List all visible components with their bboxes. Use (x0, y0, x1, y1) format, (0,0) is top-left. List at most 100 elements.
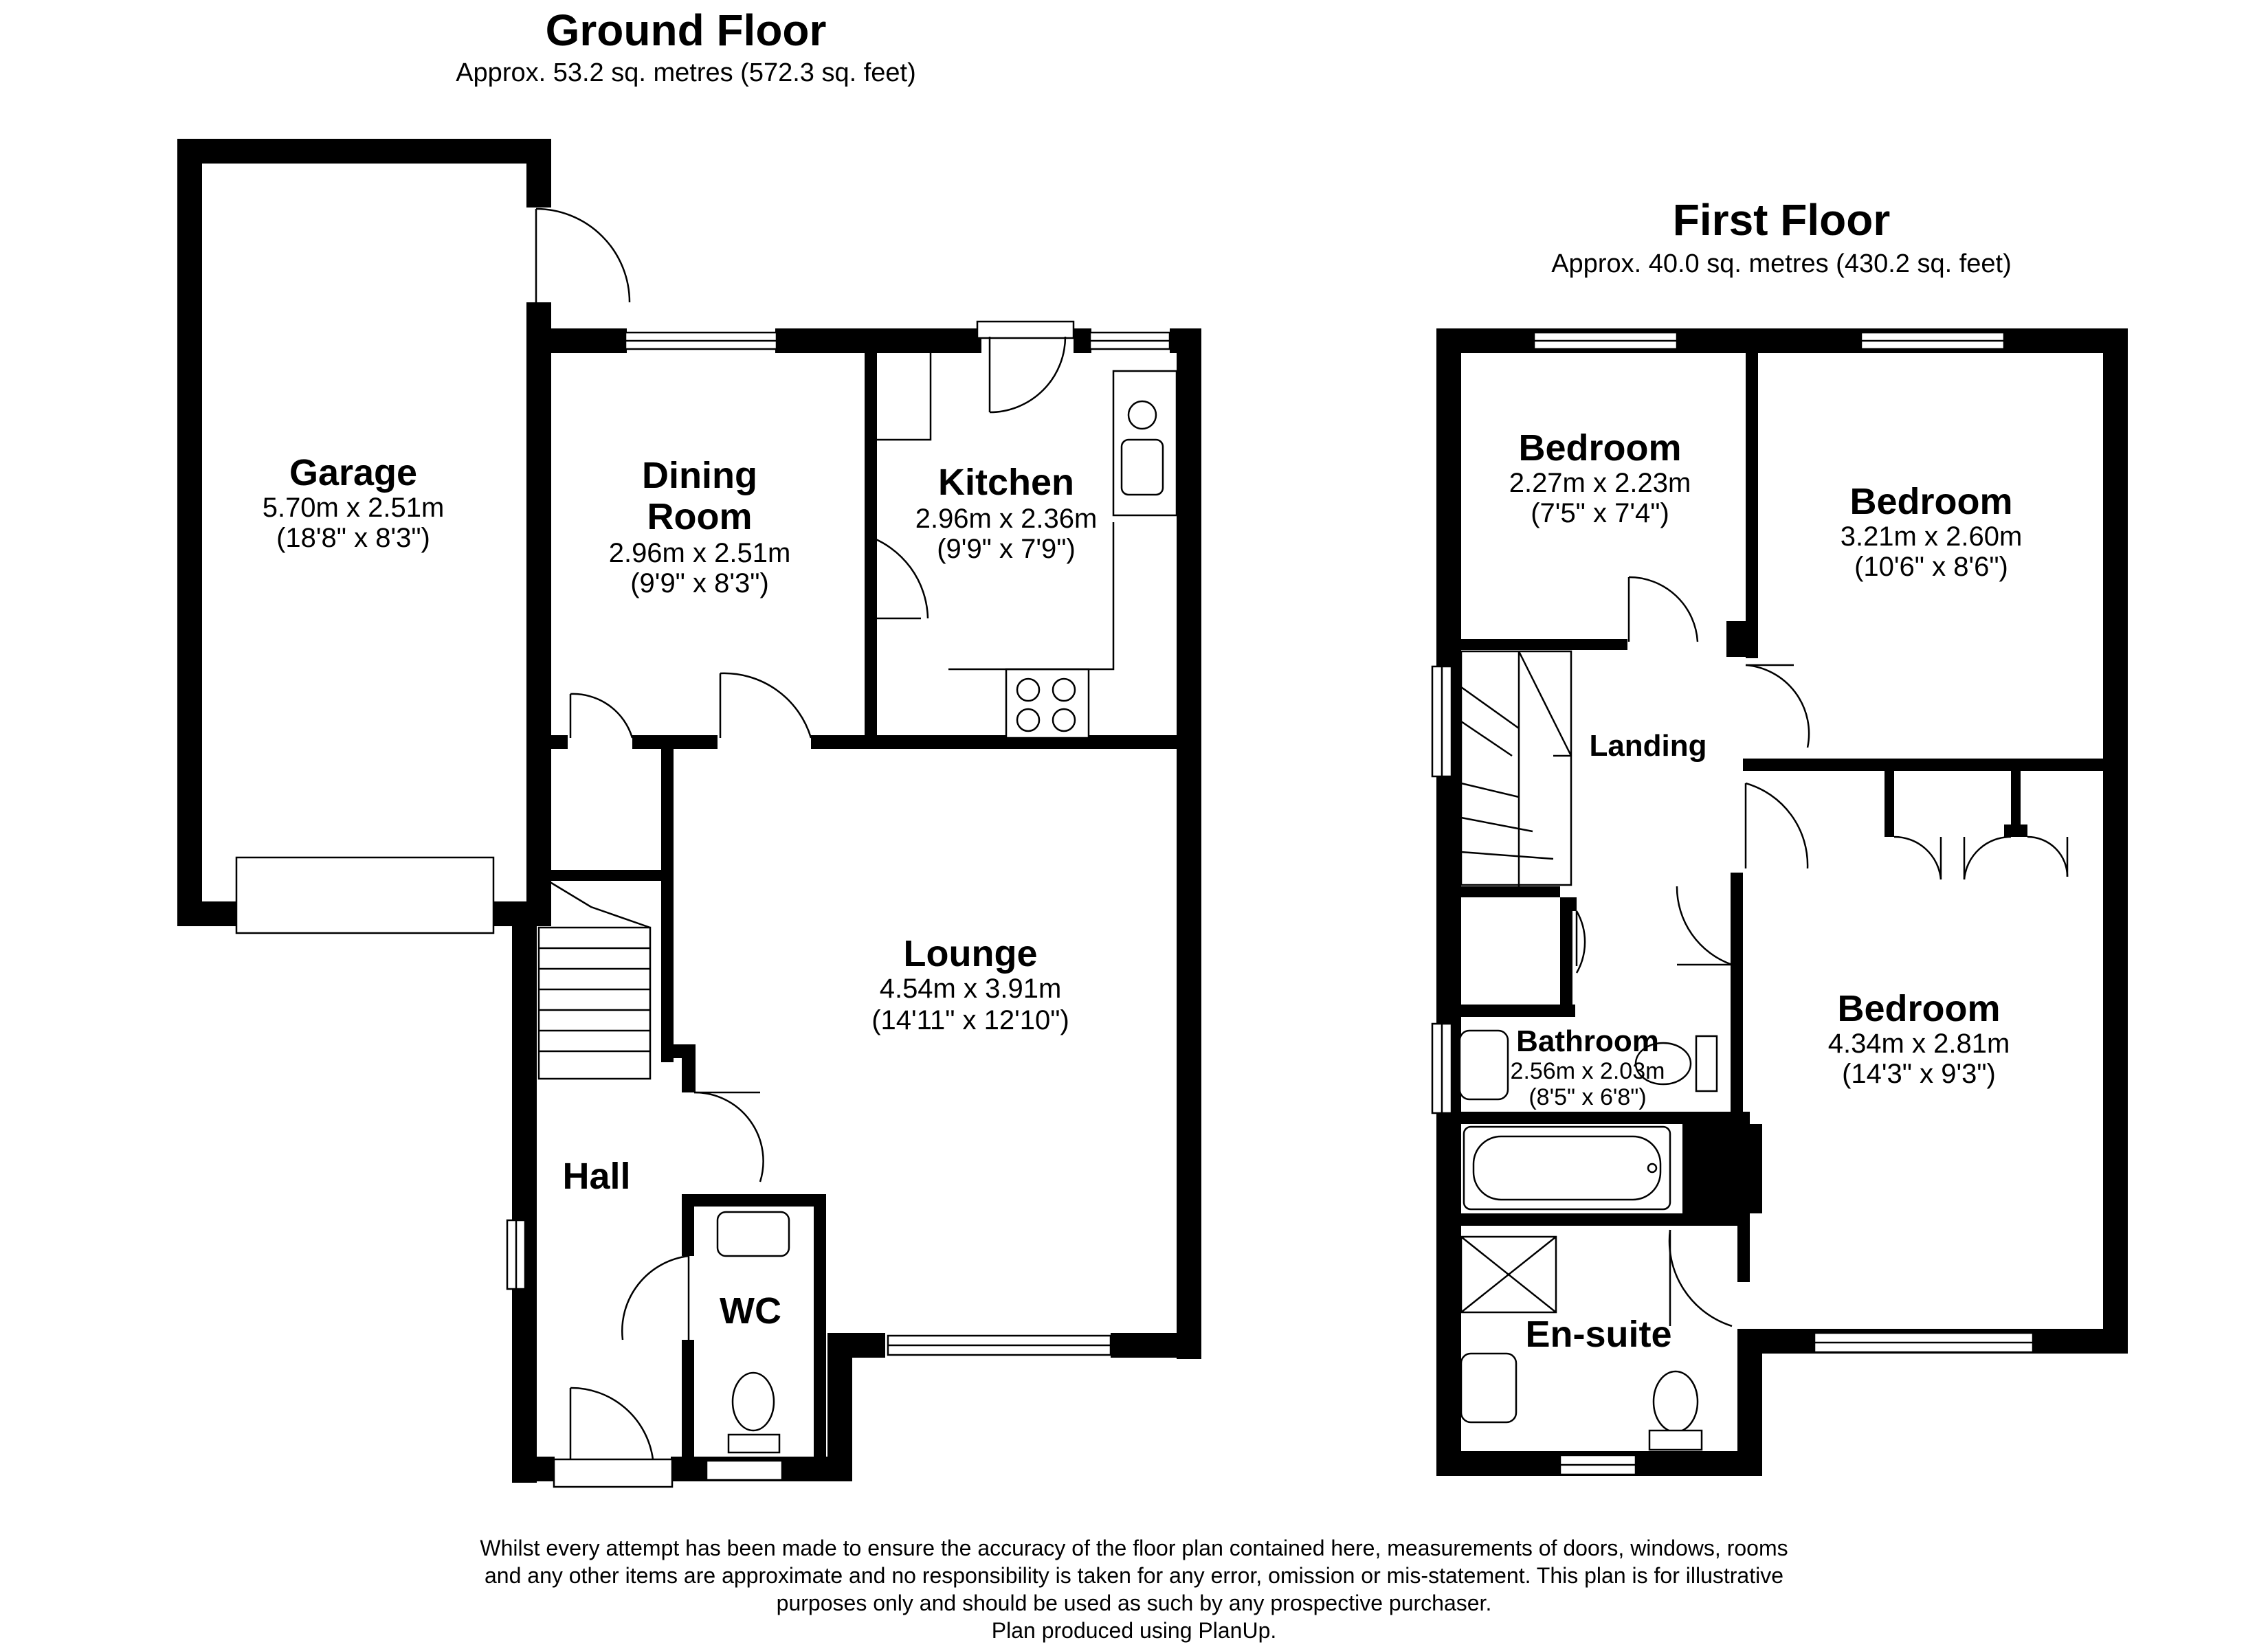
door (569, 693, 634, 739)
garage-wall (177, 139, 202, 926)
wall (1885, 771, 1894, 837)
hob-icon (1005, 668, 1090, 739)
bath-icon (1463, 1125, 1671, 1211)
wall (775, 328, 981, 353)
door (1745, 664, 1810, 748)
disclaimer-line: Plan produced using PlanUp. (992, 1618, 1277, 1643)
kitchen-imperial: (9'9" x 7'9") (937, 534, 1076, 564)
bedroom-2-imperial: (10'6" x 8'6") (1854, 552, 2008, 582)
wc-name: WC (720, 1290, 781, 1332)
wall (1447, 1112, 1750, 1124)
door (1744, 782, 1809, 869)
bathroom-metric: 2.56m x 2.03m (1511, 1058, 1665, 1084)
garage-wall (177, 901, 236, 926)
wall (512, 1457, 555, 1481)
wall (1737, 1124, 1762, 1213)
dining-name: Dining (642, 455, 757, 496)
bedroom-2-metric: 3.21m x 2.60m (1841, 521, 2023, 552)
wall (661, 746, 674, 1062)
wall (1743, 759, 2107, 771)
wall (1436, 328, 1461, 1476)
sink-icon (1120, 438, 1164, 496)
ground-floor-plan: Garage 5.70m x 2.51m (18'8" x 8'3") Dini… (177, 139, 1201, 1488)
wall (1560, 897, 1572, 1007)
dining-imperial: (9'9" x 8'3") (630, 568, 769, 598)
first-floor-title: First Floor (1673, 195, 1890, 245)
ensuite-name: En-suite (1525, 1314, 1671, 1355)
window (705, 1459, 783, 1481)
wall (865, 342, 877, 745)
door (569, 1387, 654, 1460)
bedroom-2-name: Bedroom (1849, 481, 2012, 522)
wall (1111, 1333, 1201, 1358)
wall (1447, 1213, 1750, 1226)
wall (1682, 1113, 1737, 1213)
wall (526, 302, 551, 926)
door (867, 535, 929, 620)
bedroom-main-imperial: (14'3" x 9'3") (1842, 1059, 1996, 1089)
front-door-frame (553, 1458, 674, 1488)
lounge-metric: 4.54m x 3.91m (880, 974, 1062, 1004)
wall (1074, 328, 1091, 353)
window (976, 320, 1075, 339)
wall (1746, 342, 1758, 658)
wall (2011, 771, 2021, 837)
door (719, 672, 812, 739)
bathroom-name: Bathroom (1516, 1024, 1659, 1058)
staircase (537, 874, 652, 1080)
toilet-cistern-icon (1695, 1035, 1718, 1092)
basin-icon (1458, 1029, 1509, 1101)
bathroom-imperial: (8'5" x 6'8") (1528, 1084, 1646, 1110)
ground-floor-area: Approx. 53.2 sq. metres (572.3 sq. feet) (456, 58, 916, 87)
wall (2004, 824, 2027, 837)
bedroom-main-metric: 4.34m x 2.81m (1828, 1029, 2010, 1059)
garage-wall (177, 139, 551, 164)
wall (1177, 328, 1201, 1359)
garage-imperial: (18'8" x 8'3") (276, 523, 430, 553)
toilet-cistern-icon (1648, 1429, 1703, 1451)
wall (682, 1044, 696, 1092)
door (1575, 910, 1586, 974)
disclaimer-line: purposes only and should be used as such… (777, 1591, 1492, 1615)
lounge-imperial: (14'11" x 12'10") (871, 1005, 1069, 1035)
door (693, 1091, 764, 1182)
ground-floor-title: Ground Floor (546, 5, 827, 55)
wall (1737, 1213, 1750, 1282)
door (1668, 1229, 1733, 1327)
staircase (1460, 650, 1572, 886)
kitchen-metric: 2.96m x 2.36m (915, 504, 1098, 534)
wall (512, 921, 537, 1483)
wall (1560, 897, 1577, 911)
wall (814, 1194, 826, 1470)
wall (811, 735, 1189, 749)
door (621, 1255, 690, 1340)
wall (536, 870, 671, 881)
wall (1447, 639, 1627, 650)
garage-door (235, 856, 495, 934)
bedroom-main-name: Bedroom (1837, 988, 2000, 1029)
wall (1447, 1005, 1575, 1017)
wall (632, 735, 718, 749)
toilet-cistern-icon (727, 1433, 781, 1454)
dining-metric: 2.96m x 2.51m (609, 538, 791, 568)
bedroom-small-name: Bedroom (1518, 427, 1681, 469)
wall (2103, 328, 2128, 1354)
door (1627, 576, 1699, 642)
garage-name: Garage (289, 452, 417, 493)
first-floor-plan: Bedroom 2.27m x 2.23m (7'5" x 7'4") Bedr… (1431, 328, 2128, 1476)
first-floor-area: Approx. 40.0 sq. metres (430.2 sq. feet) (1551, 249, 2012, 278)
disclaimer-line: and any other items are approximate and … (485, 1563, 1783, 1588)
wardrobe-doors (1893, 835, 2069, 880)
garage-metric: 5.70m x 2.51m (263, 493, 445, 523)
hall-name: Hall (562, 1156, 630, 1197)
disclaimer: Whilst every attempt has been made to en… (480, 1536, 1788, 1643)
wall (682, 1194, 826, 1207)
door (1676, 886, 1733, 966)
wall (526, 328, 627, 353)
dining-name: Room (647, 496, 753, 537)
wall (1726, 621, 1758, 657)
door (535, 207, 631, 303)
landing-name: Landing (1589, 729, 1706, 763)
lounge-name: Lounge (904, 933, 1038, 974)
